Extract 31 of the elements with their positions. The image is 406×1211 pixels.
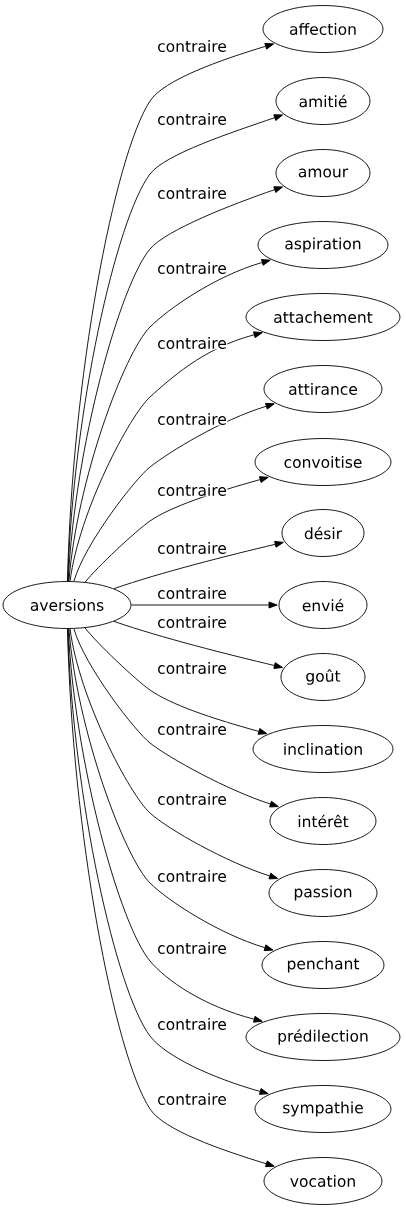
edge-label: contraire (156, 1092, 228, 1106)
arrow (73, 402, 275, 582)
edge-label: contraire (156, 941, 228, 955)
edge-label: contraire (156, 112, 228, 126)
edge-label: contraire (156, 412, 228, 426)
edge-label: contraire (156, 483, 228, 497)
arrow (84, 627, 268, 735)
arrow (68, 259, 271, 582)
edge-label: contraire (156, 39, 228, 53)
edge-label: contraire (156, 186, 228, 200)
edge-label: contraire (156, 661, 228, 675)
arrow (84, 476, 269, 583)
edge-label: contraire (156, 261, 228, 275)
edge-label: contraire (156, 869, 228, 883)
arrow (67, 114, 283, 582)
edge-label: contraire (156, 722, 228, 736)
arrow (68, 628, 274, 952)
arrow (131, 601, 278, 609)
edge-label: contraire (156, 792, 228, 806)
arrow (67, 628, 275, 1168)
edge-label: contraire (156, 336, 228, 350)
edge-label: contraire (156, 541, 228, 555)
arrow (113, 540, 284, 590)
arrow (69, 331, 263, 582)
edge-label: contraire (156, 615, 228, 629)
arrow (73, 628, 279, 808)
arrow (69, 628, 279, 880)
arrow (113, 620, 283, 669)
edge-label: contraire (156, 1017, 228, 1031)
edge-label: contraire (156, 586, 228, 600)
arrow (67, 628, 263, 1023)
